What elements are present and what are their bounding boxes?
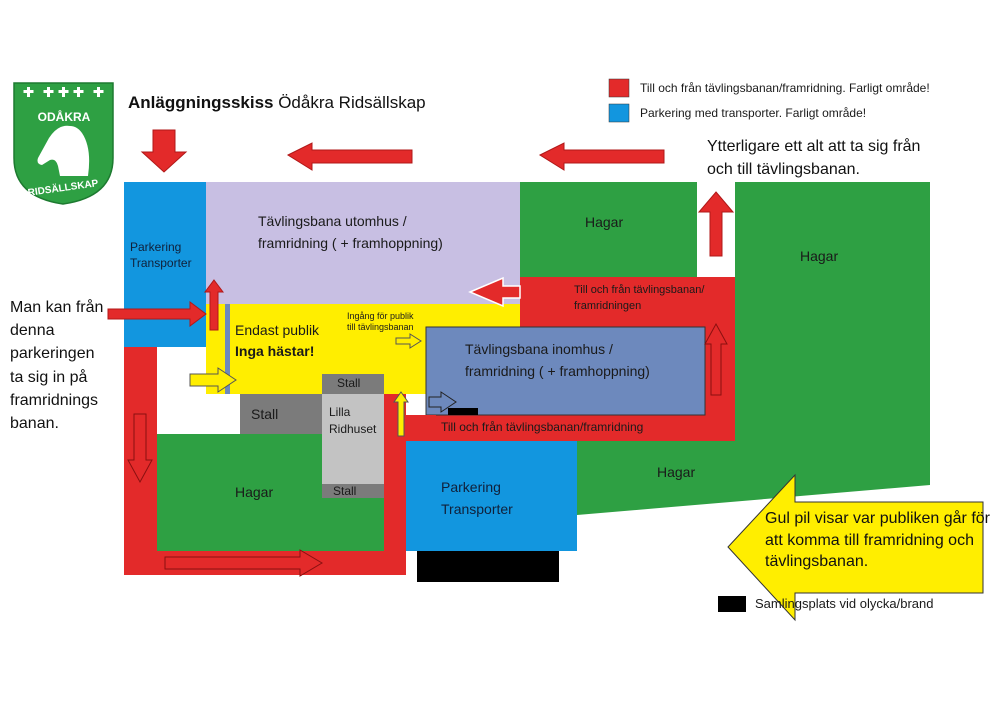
arrow-right-icon — [107, 301, 207, 327]
indoor-arena-line2: framridning ( + framhoppning) — [465, 362, 650, 379]
hagar-right-label: Hagar — [800, 248, 839, 264]
stall-a-label: Stall — [251, 406, 279, 422]
stall-b-block — [322, 374, 384, 394]
yellow-arrow-right-icon — [395, 333, 422, 349]
parking-top-line2: Transporter — [130, 255, 192, 270]
top-right-note: Ytterligare ett alt att ta sig från och … — [707, 138, 921, 179]
red-lane-top-line1: Till och från tävlingsbanan/ — [574, 284, 705, 296]
small-hall-label: Lilla Ridhuset — [329, 404, 376, 439]
red-lane-top-line2: framridningen — [574, 299, 642, 312]
parking-bottom-line2: Transporter — [441, 501, 513, 518]
stall-a-block — [240, 394, 322, 434]
outdoor-arena-label: Tävlingsbana utomhus / framridning ( + f… — [258, 211, 443, 254]
horse-head-icon — [37, 125, 90, 176]
hagar-top-label: Hagar — [585, 214, 624, 230]
parking-bottom-line1: Parkering — [441, 479, 501, 495]
public-entrance-line1: Ingång för publik — [347, 311, 414, 321]
red-lane-connector — [384, 394, 406, 575]
outdoor-arena-line1: Tävlingsbana utomhus / — [258, 213, 407, 229]
outline-arrow-right-icon — [428, 391, 457, 413]
small-hall-line2: Ridhuset — [329, 422, 377, 437]
page-title-bold: Anläggningsskiss — [128, 93, 274, 112]
legend-blue-swatch — [608, 103, 630, 123]
indoor-arena-line1: Tävlingsbana inomhus / — [465, 341, 613, 357]
yellow-arrow-right-icon — [189, 367, 237, 393]
public-entrance-line2: till tävlingsbanan — [347, 322, 414, 333]
stall-c-block — [322, 484, 384, 498]
outdoor-arena-area — [206, 182, 520, 304]
parking-bottom-label: Parkering Transporter — [441, 476, 513, 521]
hagar-lower-right-label: Hagar — [657, 464, 696, 480]
public-entrance-label: Ingång för publik till tävlingsbanan — [347, 311, 414, 334]
arrow-left-icon — [286, 142, 413, 171]
gate-marker — [448, 408, 478, 415]
arrow-down-icon — [140, 129, 188, 173]
red-lane-right — [430, 277, 735, 441]
logo-top-text: ODÅKRA — [38, 109, 91, 124]
arrow-up-icon — [697, 191, 735, 257]
indoor-arena-area — [425, 326, 706, 416]
parking-top-line1: Parkering — [130, 240, 182, 254]
legend-black-label: Samlingsplats vid olycka/brand — [755, 596, 934, 611]
small-hall-block — [322, 394, 384, 484]
outline-arrow-left-icon — [468, 276, 521, 308]
assembly-point-area — [417, 551, 559, 582]
indoor-arena-label: Tävlingsbana inomhus / framridning ( + f… — [465, 339, 650, 382]
small-hall-line1: Lilla — [329, 405, 351, 419]
red-lane-left — [124, 347, 384, 575]
outline-arrow-down-icon — [127, 413, 153, 484]
parking-top-label: Parkering Transporter — [130, 240, 192, 271]
hagar-left-label: Hagar — [235, 484, 274, 500]
stall-b-label: Stall — [337, 376, 361, 390]
red-lane-bottom-strip — [406, 415, 436, 441]
page-title-rest: Ödåkra Ridsällskap — [273, 93, 426, 112]
legend-red-label: Till och från tävlingsbanan/framridning.… — [640, 81, 930, 95]
legend-black-swatch — [718, 596, 746, 612]
red-lane-bottom-label: Till och från tävlingsbanan/framridning — [441, 420, 644, 434]
parking-bottom-area — [406, 441, 577, 551]
no-horses-label: Inga hästar! — [235, 343, 315, 359]
logo-crosses — [23, 87, 104, 97]
legend-red-swatch — [608, 78, 630, 98]
wall-marker — [225, 304, 230, 394]
club-logo: ODÅKRA RIDSÄLLSKAP — [13, 82, 114, 205]
yellow-arrow-note: Gul pil visar var publiken går för att k… — [765, 510, 990, 571]
outline-arrow-up-icon — [704, 322, 728, 396]
yellow-arrow-up-icon — [393, 391, 409, 437]
stall-c-label: Stall — [333, 484, 357, 498]
page-title: Anläggningsskiss Ödåkra Ridsällskap — [128, 92, 426, 114]
outdoor-arena-line2: framridning ( + framhoppning) — [258, 234, 443, 251]
outline-arrow-right-icon — [164, 549, 323, 577]
arrow-left-icon — [538, 142, 665, 171]
public-only-label: Endast publik — [235, 322, 320, 338]
hagar-right-area — [577, 182, 930, 515]
red-lane-top-label: Till och från tävlingsbanan/ framridning… — [574, 283, 704, 315]
left-note: Man kan från denna parkeringen ta sig in… — [10, 299, 104, 432]
arrow-up-icon — [204, 279, 224, 331]
legend-blue-label: Parkering med transporter. Farligt områd… — [640, 106, 867, 120]
hagar-top-area — [520, 182, 697, 277]
public-route-arrow-icon — [727, 473, 984, 622]
